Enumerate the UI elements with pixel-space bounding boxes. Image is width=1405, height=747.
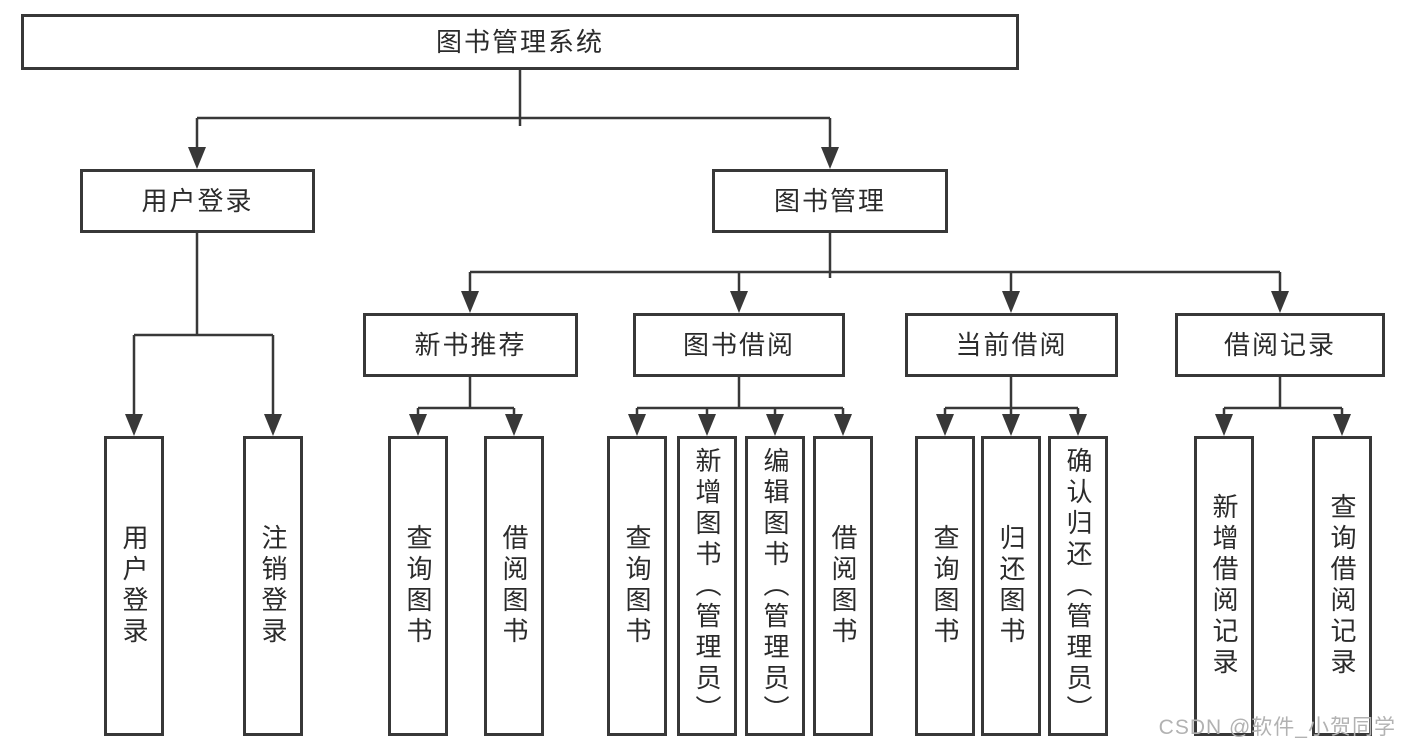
leaf-query-books-borrow: 查询图书 (607, 436, 667, 736)
leaf-return-books: 归还图书 (981, 436, 1041, 736)
leaf-query-borrow-record: 查询借阅记录 (1312, 436, 1372, 736)
node-borrow-records: 借阅记录 (1175, 313, 1385, 377)
leaf-query-books-current: 查询图书 (915, 436, 975, 736)
csdn-watermark: CSDN @软件_小贺同学 (1158, 716, 1396, 739)
node-library-management-system: 图书管理系统 (21, 14, 1019, 70)
leaf-add-borrow-record: 新增借阅记录 (1194, 436, 1254, 736)
leaf-confirm-return-admin: 确认归还（管理员） (1048, 436, 1108, 736)
arrowheads (125, 147, 1351, 436)
node-new-book-recommend: 新书推荐 (363, 313, 578, 377)
leaf-borrow-books: 借阅图书 (813, 436, 873, 736)
node-current-borrow: 当前借阅 (905, 313, 1118, 377)
connector-path (132, 70, 1344, 416)
leaf-add-book-admin: 新增图书（管理员） (677, 436, 737, 736)
leaf-edit-book-admin: 编辑图书（管理员） (745, 436, 805, 736)
leaf-query-books-recommend: 查询图书 (388, 436, 448, 736)
node-user-login-branch: 用户登录 (80, 169, 315, 233)
leaf-borrow-books-recommend: 借阅图书 (484, 436, 544, 736)
leaf-user-login: 用户登录 (104, 436, 164, 736)
node-book-borrow: 图书借阅 (633, 313, 845, 377)
leaf-logout: 注销登录 (243, 436, 303, 736)
node-book-management-branch: 图书管理 (712, 169, 948, 233)
